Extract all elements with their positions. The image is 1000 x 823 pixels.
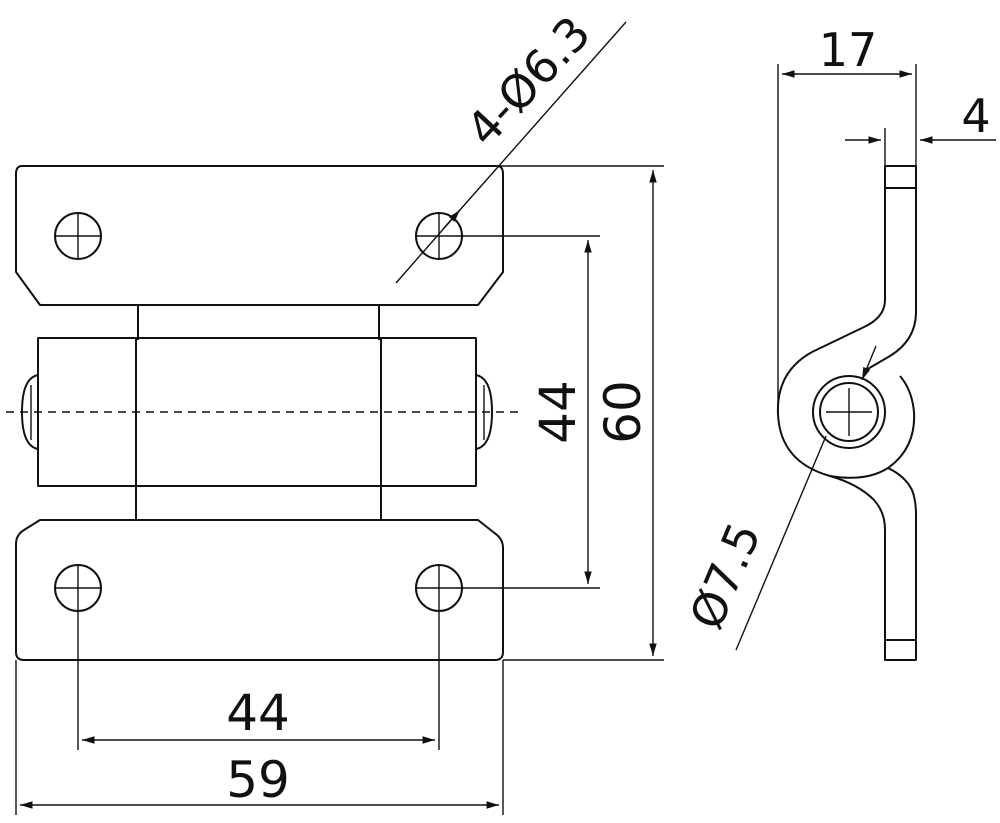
bottom-left-mounting-hole	[54, 564, 102, 612]
bottom-leaf-plate	[15, 519, 504, 661]
side-dimension-lines	[735, 64, 996, 651]
top-leaf-plate	[15, 165, 504, 306]
side-depth-label: 17	[819, 23, 878, 77]
hole-spec-label: 4-Ø6.3	[456, 6, 601, 156]
plate-thickness-label: 4	[961, 89, 990, 143]
hinge-side-profile	[776, 165, 917, 661]
overall-width-label: 59	[226, 751, 290, 809]
front-dimension-lines	[15, 21, 664, 815]
top-left-mounting-hole	[54, 212, 102, 260]
hole-pitch-vertical-label: 44	[529, 380, 587, 444]
hole-pitch-horizontal-label: 44	[226, 684, 290, 742]
bottom-right-mounting-hole	[415, 564, 463, 612]
overall-height-label: 60	[594, 380, 652, 444]
pin-diameter-label: Ø7.5	[679, 515, 771, 637]
